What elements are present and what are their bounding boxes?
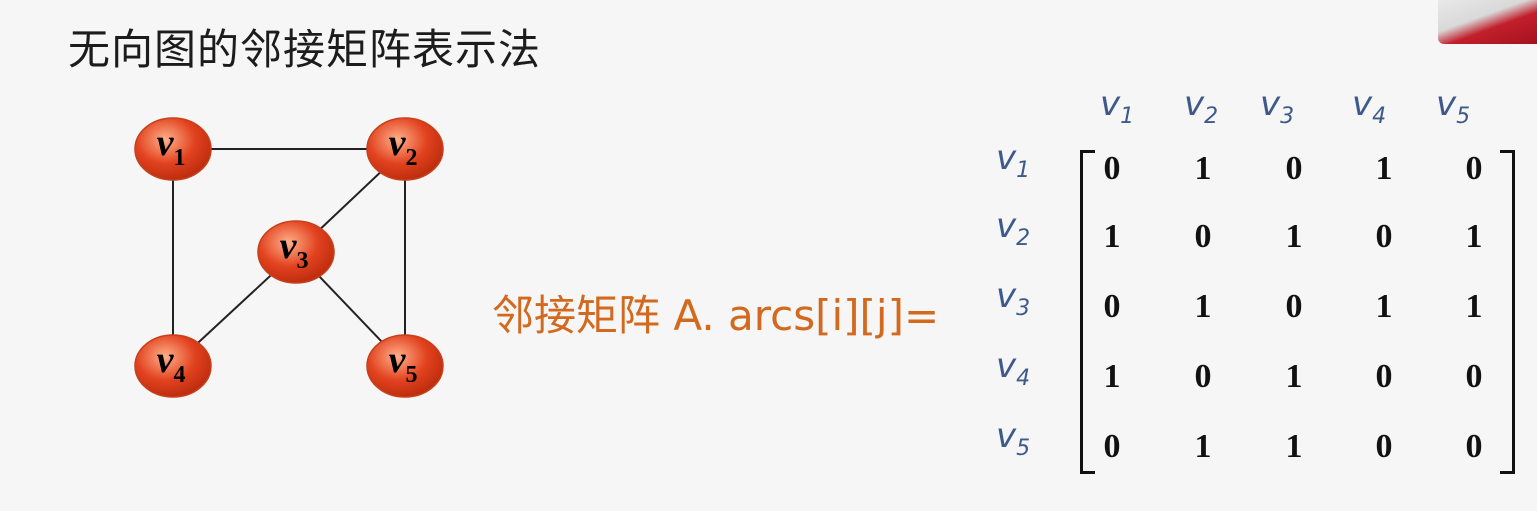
matrix-cell: 0 xyxy=(1375,428,1393,465)
row-header-1: v1 xyxy=(996,138,1031,183)
matrix-cell: 0 xyxy=(1285,288,1303,325)
matrix-cell: 0 xyxy=(1103,288,1121,325)
column-header-3: v3 xyxy=(1260,84,1295,129)
adjacency-matrix-label: 邻接矩阵 A. arcs[i][j]= xyxy=(492,291,940,340)
matrix-cell: 1 xyxy=(1465,288,1483,325)
matrix-cell: 1 xyxy=(1465,218,1483,255)
matrix-cell: 0 xyxy=(1465,428,1483,465)
matrix-cell: 1 xyxy=(1103,218,1121,255)
row-header-5: v5 xyxy=(996,416,1031,461)
matrix-cell: 0 xyxy=(1285,150,1303,187)
matrix-cell: 0 xyxy=(1375,218,1393,255)
node-v4: v4 xyxy=(134,334,212,398)
matrix-cell: 1 xyxy=(1375,288,1393,325)
row-header-4: v4 xyxy=(996,346,1031,391)
presenter-video-thumbnail xyxy=(1438,0,1537,44)
matrix-cell: 1 xyxy=(1194,288,1212,325)
matrix-cell: 1 xyxy=(1285,358,1303,395)
matrix-cell: 0 xyxy=(1194,218,1212,255)
node-v5: v5 xyxy=(366,334,444,398)
row-header-2: v2 xyxy=(996,206,1031,251)
matrix-cell: 1 xyxy=(1103,358,1121,395)
column-header-5: v5 xyxy=(1436,84,1471,129)
matrix-cell: 0 xyxy=(1103,150,1121,187)
node-label: v3 xyxy=(280,225,309,274)
row-header-3: v3 xyxy=(996,276,1031,321)
matrix-cell: 0 xyxy=(1194,358,1212,395)
matrix-cell: 0 xyxy=(1375,358,1393,395)
column-header-2: v2 xyxy=(1184,84,1219,129)
node-v3: v3 xyxy=(257,220,335,284)
matrix-cell: 0 xyxy=(1465,150,1483,187)
node-v2: v2 xyxy=(366,117,444,181)
node-label: v2 xyxy=(389,122,418,171)
page-title: 无向图的邻接矩阵表示法 xyxy=(68,25,542,74)
matrix-cell: 1 xyxy=(1285,218,1303,255)
matrix-cell: 1 xyxy=(1375,150,1393,187)
matrix-cell: 1 xyxy=(1194,150,1212,187)
column-header-4: v4 xyxy=(1352,84,1387,129)
undirected-graph: v1 v2 v3 v4 v5 xyxy=(134,117,444,398)
node-label: v5 xyxy=(389,339,418,388)
column-header-1: v1 xyxy=(1100,84,1135,129)
matrix-cell: 1 xyxy=(1285,428,1303,465)
matrix-left-bracket xyxy=(1080,150,1095,474)
node-label: v1 xyxy=(157,122,186,171)
matrix-cell: 1 xyxy=(1194,428,1212,465)
matrix-cell: 0 xyxy=(1103,428,1121,465)
matrix-cell: 0 xyxy=(1465,358,1483,395)
matrix-right-bracket xyxy=(1500,150,1515,474)
node-label: v4 xyxy=(157,339,186,388)
node-v1: v1 xyxy=(134,117,212,181)
